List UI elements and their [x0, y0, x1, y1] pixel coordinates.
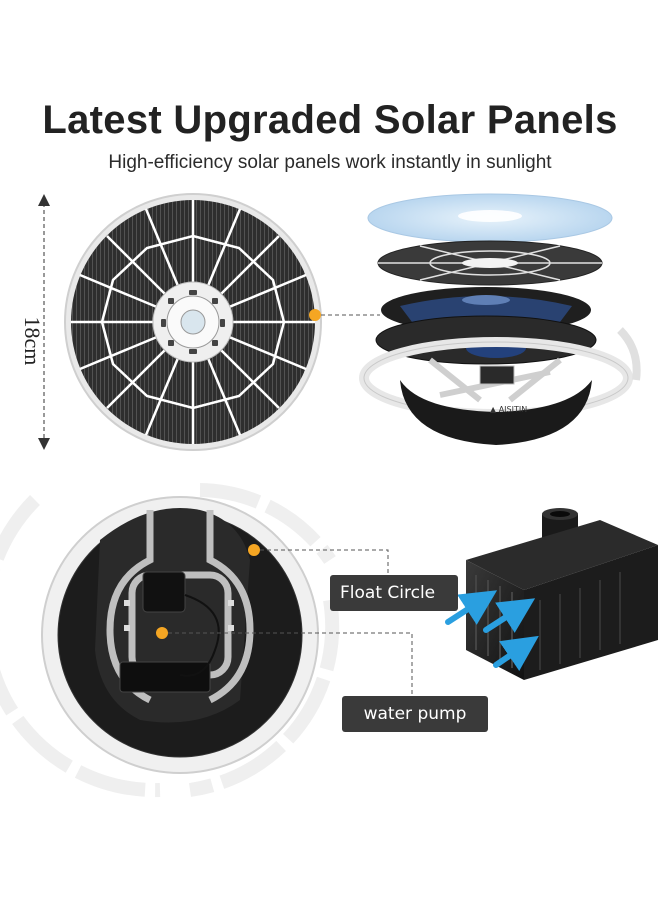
- page-subtitle: High-efficiency solar panels work instan…: [108, 152, 552, 173]
- dimension-label: 18cm: [20, 316, 45, 366]
- brand-logo: ▲ AISITIN: [490, 405, 527, 414]
- fountain-underside-view: [0, 483, 340, 798]
- callout-dot-float: [248, 544, 260, 556]
- float-circle-callout: Float Circle: [330, 575, 458, 611]
- dimension-line: [38, 194, 50, 450]
- page-title: Latest Upgraded Solar Panels: [42, 98, 618, 142]
- water-pump-callout: water pump: [342, 696, 488, 732]
- solar-panel-top-view: [64, 193, 322, 451]
- water-flow-arrows: [445, 590, 539, 672]
- exploded-layers-view: [359, 193, 641, 445]
- callout-dot-pump: [156, 627, 168, 639]
- callout-dot-panel: [309, 309, 321, 321]
- water-pump-image: [466, 508, 658, 680]
